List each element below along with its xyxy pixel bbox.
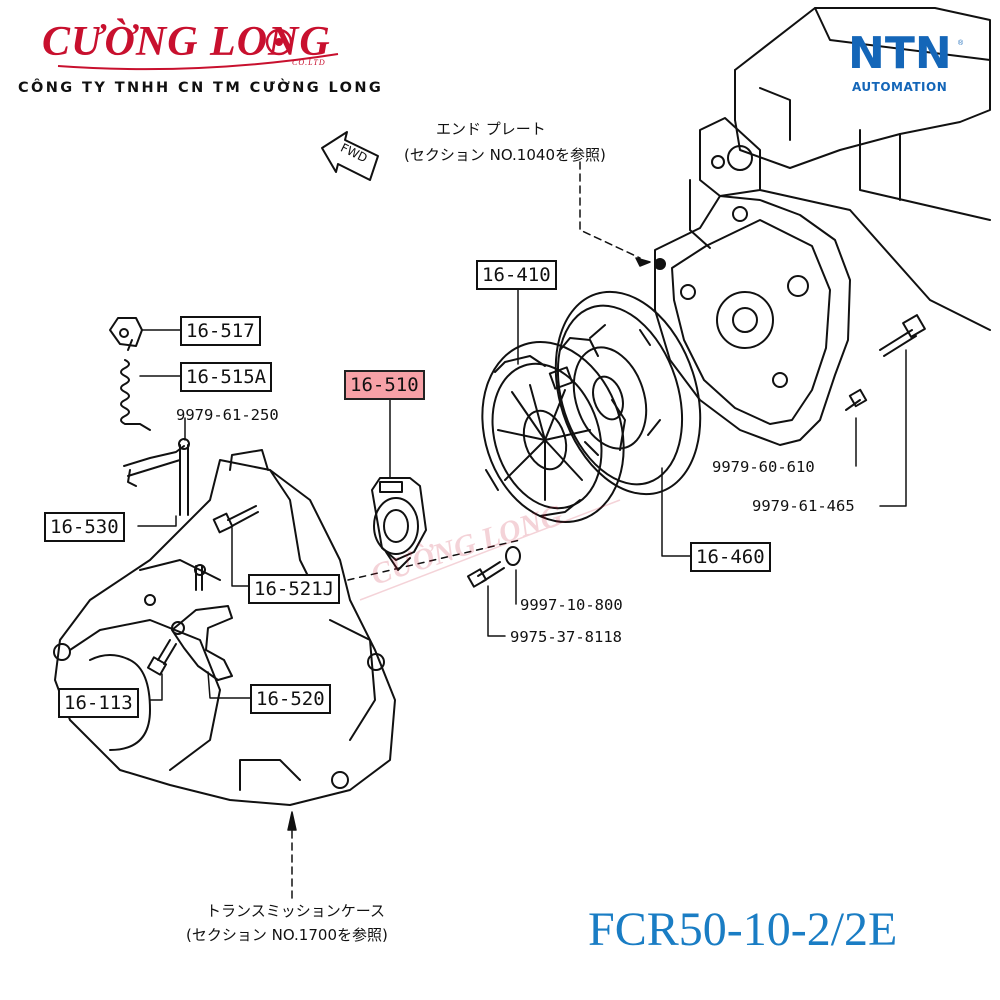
partno-9979-61-465: 9979-61-465 [752,497,855,515]
end-plate-outline [654,195,851,446]
release-rod [123,438,190,516]
company-name: CÔNG TY TNHH CN TM CƯỜNG LONG [18,80,384,96]
label-16-520: 16-520 [250,684,331,714]
ntn-logo: NTN [848,28,952,79]
bolt-and-washer [466,546,521,588]
bolt-9979-60-610 [845,388,868,411]
end-plate-note: エンド プレート [436,120,546,138]
label-16-510-highlighted: 16-510 [344,370,425,400]
end-plate-section-ref: (セクション NO.1040を参照) [404,146,606,164]
transmission-case-section-ref: (セクション NO.1700を参照) [186,926,388,944]
brand-suffix: CO.LTD [292,58,326,67]
label-16-410: 16-410 [476,260,557,290]
label-16-521j: 16-521J [248,574,341,604]
engine-block-outline [689,7,991,331]
leader-lines [137,161,907,899]
watermark: CƯỜNG LONG [359,499,621,601]
small-bolts [146,505,259,676]
model-code: FCR50-10-2/2E [588,903,898,956]
partno-9975-37-8118: 9975-37-8118 [510,628,622,646]
transmission-case-note: トランスミッションケース [206,902,385,920]
partno-9997-10-800: 9997-10-800 [520,596,623,614]
transmission-case-outline [53,449,396,806]
release-fork [171,605,233,681]
partno-9979-61-250: 9979-61-250 [176,406,279,424]
ntn-registered-mark: ® [958,40,964,47]
bolt-9979-61-465 [879,314,926,357]
label-16-530: 16-530 [44,512,125,542]
brand-logo-text: CƯỜNG LONG [42,19,331,65]
watermark-text: CƯỜNG LONG [367,499,567,592]
label-16-515a: 16-515A [180,362,273,392]
ntn-automation-label: AUTOMATION [852,80,948,94]
return-spring [109,317,151,431]
label-16-113: 16-113 [58,688,139,718]
partno-9979-60-610: 9979-60-610 [712,458,815,476]
fwd-arrow [321,131,379,181]
label-16-517: 16-517 [180,316,261,346]
label-16-460: 16-460 [690,542,771,572]
brand-swoosh-graphic [57,28,339,71]
clutch-cover [481,337,626,523]
